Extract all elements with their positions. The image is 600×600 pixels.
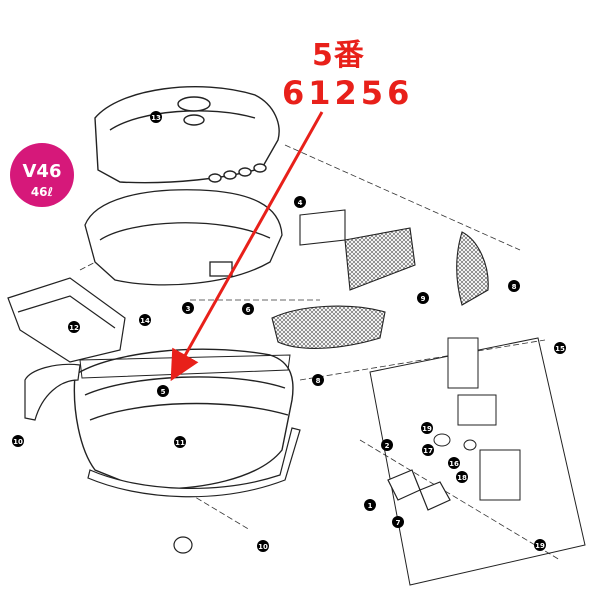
- part-number-1: 1: [368, 502, 373, 510]
- part-number-6: 6: [246, 306, 251, 314]
- callout-arrow: [170, 111, 324, 382]
- part-number-10b: 10: [258, 543, 268, 551]
- part-marker-10a: 10: [12, 435, 24, 447]
- part-marker-12: 12: [68, 321, 80, 333]
- part-marker-7: 7: [392, 516, 404, 528]
- reflector-parts: [271, 209, 489, 349]
- callout-part-label: 5番: [312, 38, 365, 73]
- model-badge: V46 46ℓ: [10, 143, 74, 207]
- part-marker-15: 15: [554, 342, 566, 354]
- part-marker-10b: 10: [257, 540, 269, 552]
- part-number-14: 14: [140, 317, 150, 325]
- model-badge-model: V46: [23, 161, 62, 182]
- part-number-18: 18: [457, 474, 467, 482]
- base-plate: [7, 277, 126, 363]
- part-number-17: 17: [423, 447, 433, 455]
- part-marker-5: 5: [157, 385, 169, 397]
- case-body: [73, 348, 294, 490]
- part-marker-14: 14: [139, 314, 151, 326]
- part-marker-8a: 8: [508, 280, 520, 292]
- part-number-5: 5: [161, 388, 166, 396]
- part-markers: 13 4 9 8 3 6 14 12 8 15 5 11 10 2 1 7 17…: [12, 111, 566, 552]
- part-number-19b: 19: [535, 542, 545, 550]
- part-number-10a: 10: [13, 438, 23, 446]
- hinge-assembly-box: [369, 337, 586, 586]
- part-number-8b: 8: [316, 377, 321, 385]
- top-lid: [94, 86, 280, 184]
- model-badge-capacity: 46ℓ: [31, 185, 53, 199]
- part-number-2: 2: [385, 442, 390, 450]
- lock-parts: [173, 469, 451, 554]
- inner-lid: [84, 189, 283, 286]
- callout-part-code: 61256: [282, 74, 414, 112]
- part-number-7: 7: [396, 519, 401, 527]
- part-marker-18: 18: [456, 471, 468, 483]
- part-number-11: 11: [175, 439, 185, 447]
- part-marker-6: 6: [242, 303, 254, 315]
- part-marker-19a: 19: [421, 422, 433, 434]
- part-number-16: 16: [449, 460, 459, 468]
- part-marker-8b: 8: [312, 374, 324, 386]
- part-number-13: 13: [151, 114, 161, 122]
- part-number-12: 12: [69, 324, 79, 332]
- part-number-9: 9: [421, 295, 426, 303]
- side-strips: [24, 363, 301, 498]
- part-number-15: 15: [555, 345, 565, 353]
- part-marker-16: 16: [448, 457, 460, 469]
- part-marker-3: 3: [182, 302, 194, 314]
- part-marker-11: 11: [174, 436, 186, 448]
- part-marker-9: 9: [417, 292, 429, 304]
- part-number-4: 4: [298, 199, 303, 207]
- part-marker-1: 1: [364, 499, 376, 511]
- part-number-19a: 19: [422, 425, 432, 433]
- part-marker-19b: 19: [534, 539, 546, 551]
- part-marker-17: 17: [422, 444, 434, 456]
- part-number-8a: 8: [512, 283, 517, 291]
- part-marker-13: 13: [150, 111, 162, 123]
- part-number-3: 3: [186, 305, 191, 313]
- part-marker-4: 4: [294, 196, 306, 208]
- part-marker-2: 2: [381, 439, 393, 451]
